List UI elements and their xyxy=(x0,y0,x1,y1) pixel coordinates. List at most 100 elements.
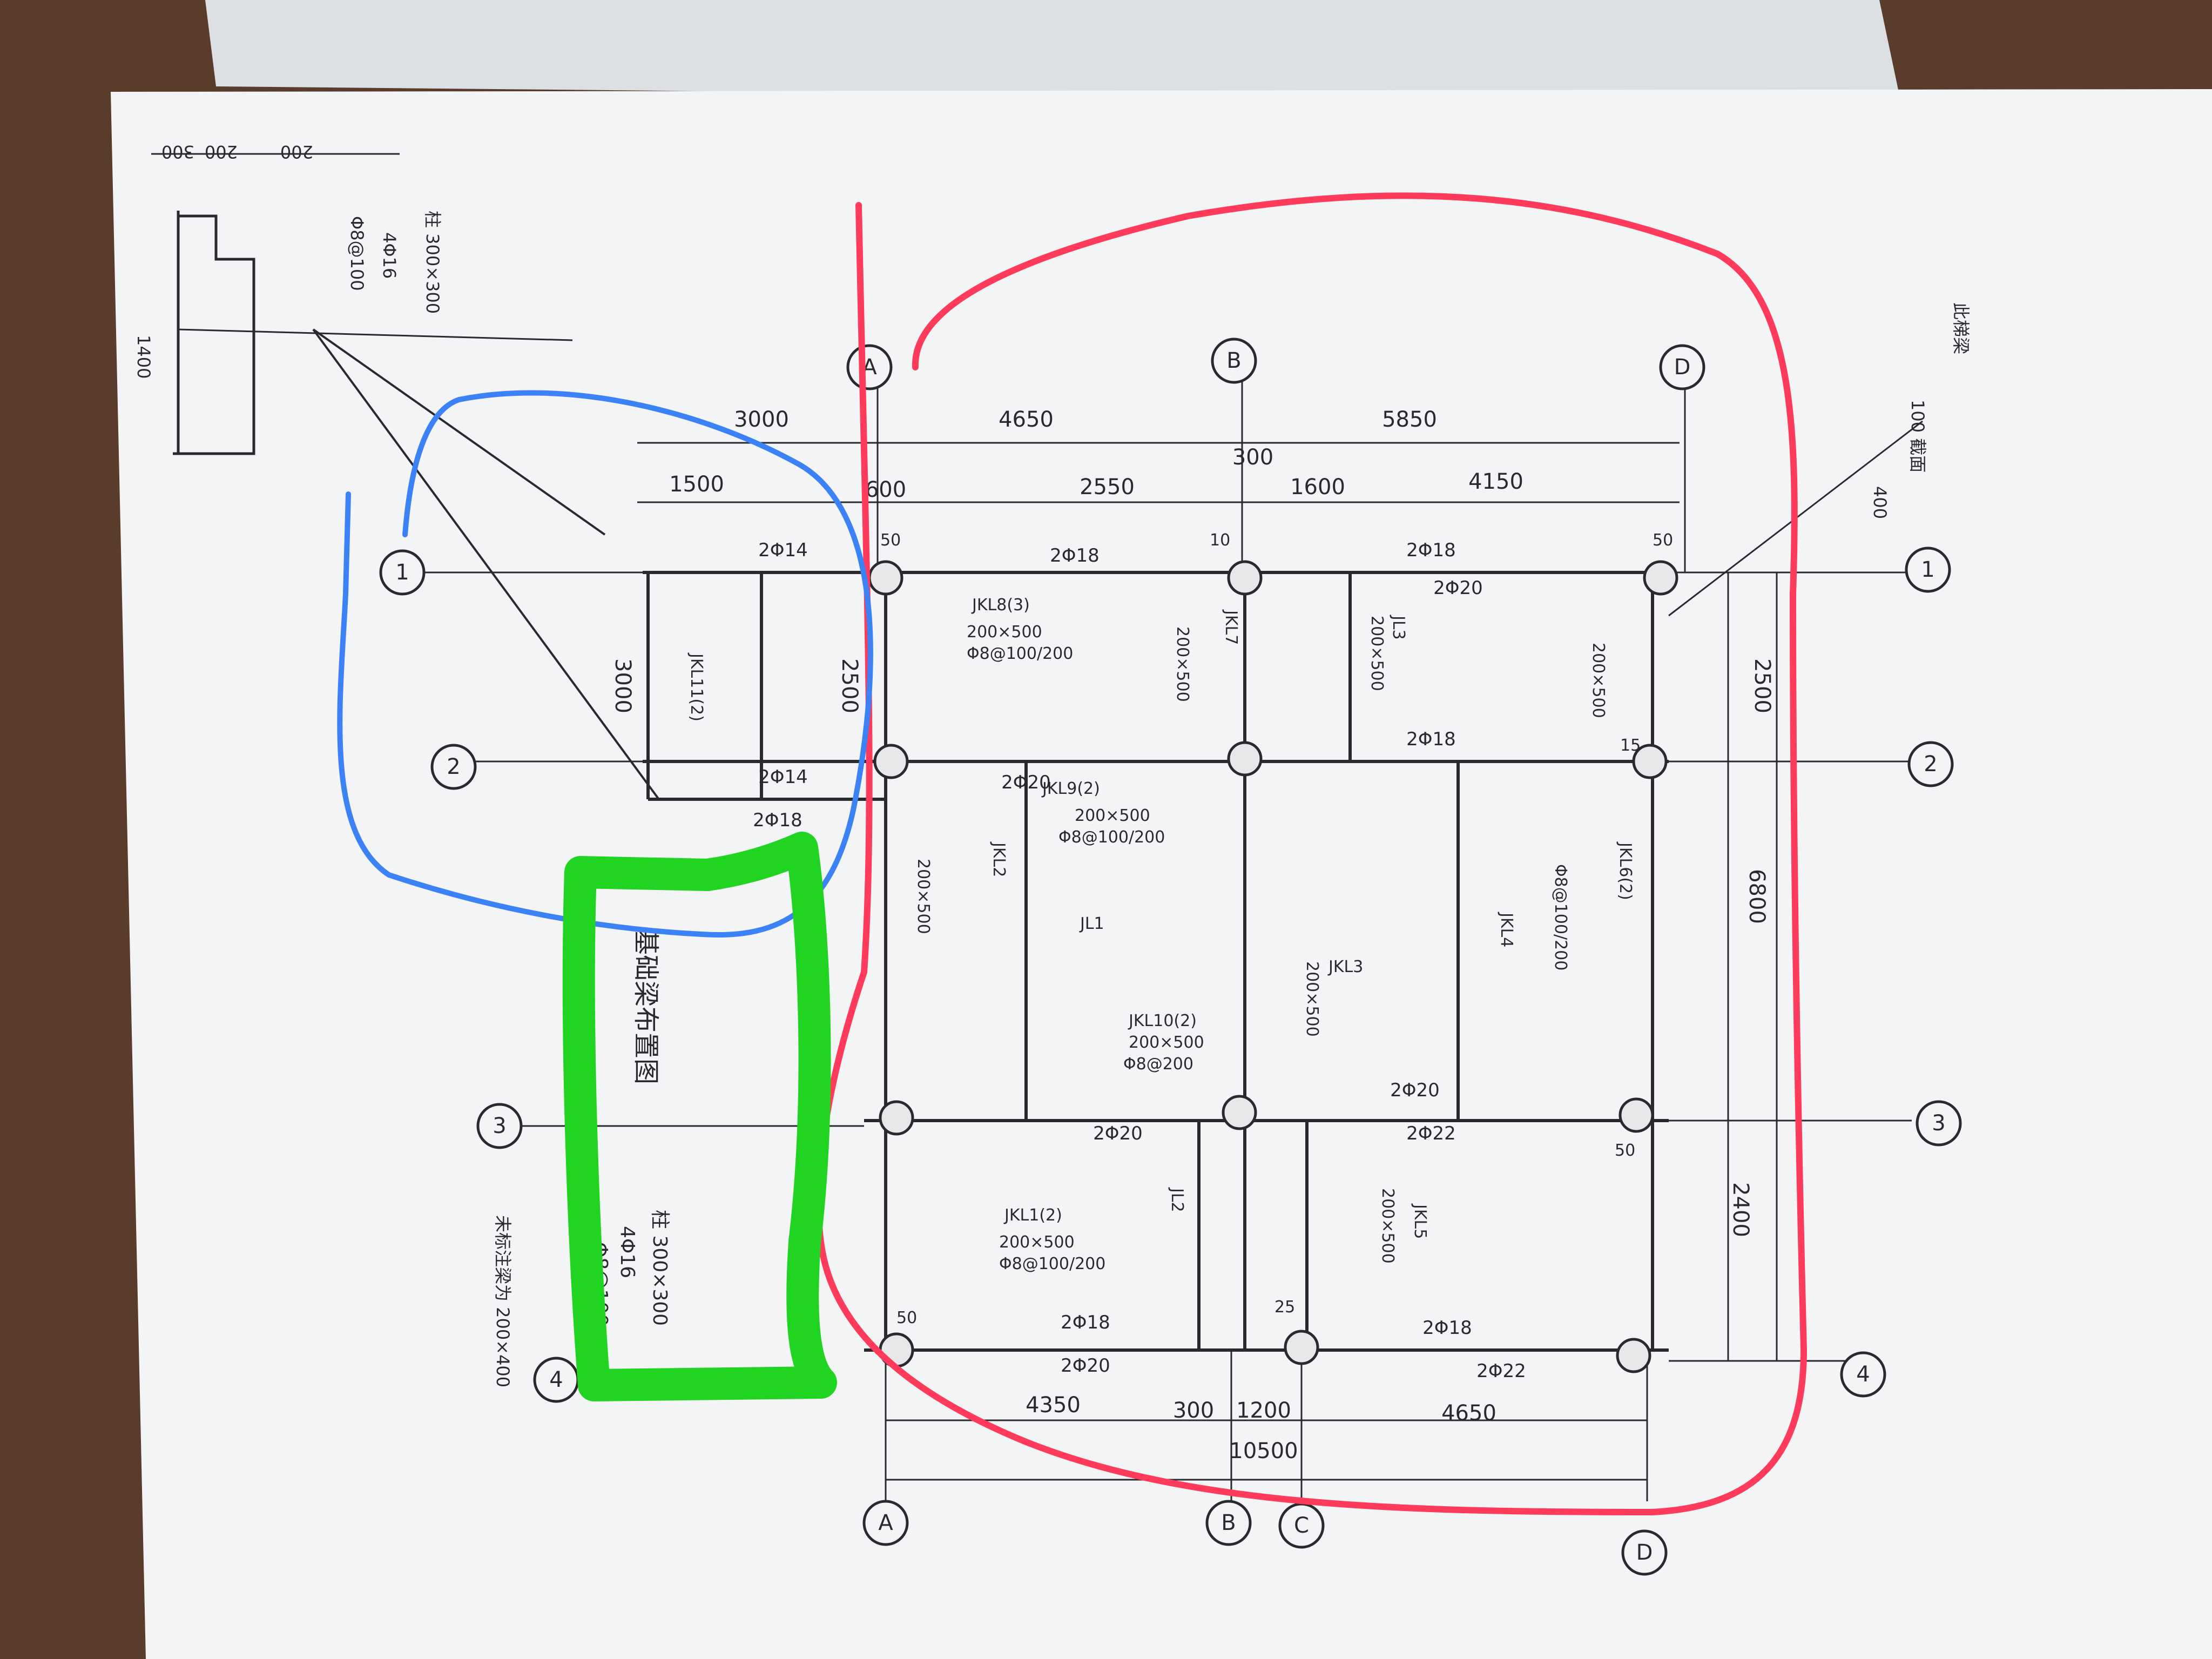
axis-top-b: B xyxy=(1226,348,1241,373)
section-size: 200×500 xyxy=(1173,626,1192,702)
axis-labels: A B D 1 2 3 4 1 2 3 4 A B C D xyxy=(395,348,1945,1565)
corner-number: 15 xyxy=(1620,736,1641,755)
dim-bottom-4650: 4650 xyxy=(1441,1401,1496,1426)
column-bars-note: 4Φ16 xyxy=(379,232,400,279)
beam-label: JKL7 xyxy=(1222,609,1240,645)
green-marker-box xyxy=(562,832,837,1401)
dim-right-6800: 6800 xyxy=(1744,869,1769,924)
axis-bottom-a: A xyxy=(878,1510,893,1535)
detail-dim: 300 xyxy=(161,141,194,162)
axis-top-d: D xyxy=(1674,355,1691,380)
dim-bottom-1200: 1200 xyxy=(1236,1398,1291,1423)
corner-number: 50 xyxy=(1615,1141,1635,1160)
column-d4 xyxy=(1616,1338,1651,1373)
section-size: 200×500 xyxy=(999,1233,1075,1252)
stirrup-spec: Φ8@100/200 xyxy=(967,644,1073,663)
paper-sheet xyxy=(111,89,2212,1659)
column-b1 xyxy=(1227,560,1263,596)
dim-right-2500: 2500 xyxy=(1750,658,1775,713)
axis-bottom-b: B xyxy=(1221,1510,1236,1535)
beam-label: JKL6(2) xyxy=(1616,841,1635,900)
span-label: 2Φ18 xyxy=(1422,1317,1472,1339)
span-label: 2Φ14 xyxy=(758,539,808,561)
beam-label: JKL4 xyxy=(1497,912,1516,947)
column-d1 xyxy=(1643,560,1678,596)
axis-left-2: 2 xyxy=(447,754,460,779)
structural-plan xyxy=(151,153,1923,1501)
foundation-title: 基础梁布置图 xyxy=(631,929,661,1084)
right-note-1: 此梯梁 xyxy=(1951,302,1971,354)
beam-label: JKL11(2) xyxy=(687,652,706,721)
column-a2 xyxy=(873,744,909,779)
beam-reinforcement-labels: 2Φ18 2Φ18 2Φ20 2Φ18 2Φ20 2Φ22 2Φ20 2Φ22 … xyxy=(753,539,1526,1382)
dim-top2-1500: 1500 xyxy=(669,472,724,497)
dim-bottom-total: 10500 xyxy=(1229,1439,1298,1464)
dim-bottom-4350: 4350 xyxy=(1026,1393,1081,1418)
beam-label: JKL3 xyxy=(1327,957,1363,976)
dim-top-4650: 4650 xyxy=(999,407,1054,432)
dim-left-3000: 3000 xyxy=(610,658,635,713)
column-a3 xyxy=(879,1100,914,1136)
foundation-bars: 4Φ16 xyxy=(616,1226,638,1278)
stirrup-spec: Φ8@100/200 xyxy=(999,1255,1105,1273)
corner-number: 50 xyxy=(880,531,901,550)
corner-number: 25 xyxy=(1274,1298,1295,1317)
column-b3 xyxy=(1222,1095,1257,1130)
span-label: 2Φ18 xyxy=(1406,729,1456,750)
axis-left-1: 1 xyxy=(395,560,409,585)
right-note-3: 400 xyxy=(1870,486,1890,519)
dimension-texts: 3000 4650 5850 1500 600 2550 300 1600 41… xyxy=(610,407,1775,1464)
beam-label: JKL9(2) xyxy=(1041,779,1100,798)
column-c4 xyxy=(1284,1330,1319,1365)
detail-vert: 1400 xyxy=(133,335,154,379)
column-a1 xyxy=(868,560,903,596)
blue-marker-outline xyxy=(337,390,873,938)
dim-top2-4150: 4150 xyxy=(1468,469,1523,494)
axis-bottom-d: D xyxy=(1636,1540,1653,1565)
section-size: 200×500 xyxy=(967,623,1042,642)
section-size: 200×500 xyxy=(1075,806,1150,825)
dim-top2-2550: 2550 xyxy=(1080,475,1135,500)
column-spec-note: 柱 300×300 xyxy=(422,211,443,314)
beam-label: JKL8(3) xyxy=(971,596,1030,615)
detail-dim: 200 xyxy=(205,141,238,162)
beam-label: JKL5 xyxy=(1411,1203,1429,1239)
span-label: 2Φ20 xyxy=(1001,772,1051,793)
axis-right-2: 2 xyxy=(1924,752,1937,777)
dim-top-5850: 5850 xyxy=(1382,407,1437,432)
span-label: 2Φ18 xyxy=(753,810,802,831)
stirrup-spec: Φ8@200 xyxy=(1123,1055,1193,1074)
span-label: 2Φ22 xyxy=(1406,1123,1456,1144)
span-label: 2Φ22 xyxy=(1476,1360,1526,1382)
dim-bottom-300: 300 xyxy=(1173,1398,1214,1423)
corner-numbers: 50 50 15 50 10 25 50 xyxy=(880,531,1673,1327)
dim-top-3000: 3000 xyxy=(734,407,789,432)
span-label: 2Φ18 xyxy=(1406,539,1456,561)
column-bars2-note: Φ8@100 xyxy=(347,216,367,291)
axis-right-3: 3 xyxy=(1932,1111,1945,1136)
span-label: 2Φ20 xyxy=(1061,1355,1110,1377)
column-d2 xyxy=(1632,744,1668,779)
beam-label: JKL2 xyxy=(989,841,1008,877)
corner-number: 50 xyxy=(1653,531,1673,550)
axis-right-1: 1 xyxy=(1921,557,1934,582)
dim-left-2500: 2500 xyxy=(837,658,862,713)
corner-number: 10 xyxy=(1210,531,1230,550)
beam-label: JL1 xyxy=(1079,914,1104,933)
dim-top2-1600: 1600 xyxy=(1290,475,1345,500)
foundation-spec: 柱 300×300 xyxy=(649,1210,671,1326)
side-note: 未标注梁为 200×400 xyxy=(493,1215,513,1387)
column-d3 xyxy=(1618,1097,1654,1133)
section-size: 200×500 xyxy=(1589,643,1608,718)
section-size: 200×500 xyxy=(1367,616,1386,691)
beam-label: JKL1(2) xyxy=(1003,1206,1062,1225)
section-size: 200×500 xyxy=(1378,1188,1397,1264)
section-size: 200×500 xyxy=(1129,1033,1204,1052)
stirrup-spec: Φ8@100/200 xyxy=(1551,864,1570,970)
span-label: 2Φ20 xyxy=(1390,1080,1440,1101)
beam-label: JL2 xyxy=(1168,1187,1186,1212)
axis-bubbles xyxy=(379,338,1962,1576)
axis-right-4: 4 xyxy=(1856,1362,1870,1387)
beam-designations: JKL8(3) JKL9(2) JKL7 JL3 JKL6(2) JKL4 JL… xyxy=(687,596,1635,1239)
column-b2 xyxy=(1227,741,1263,777)
